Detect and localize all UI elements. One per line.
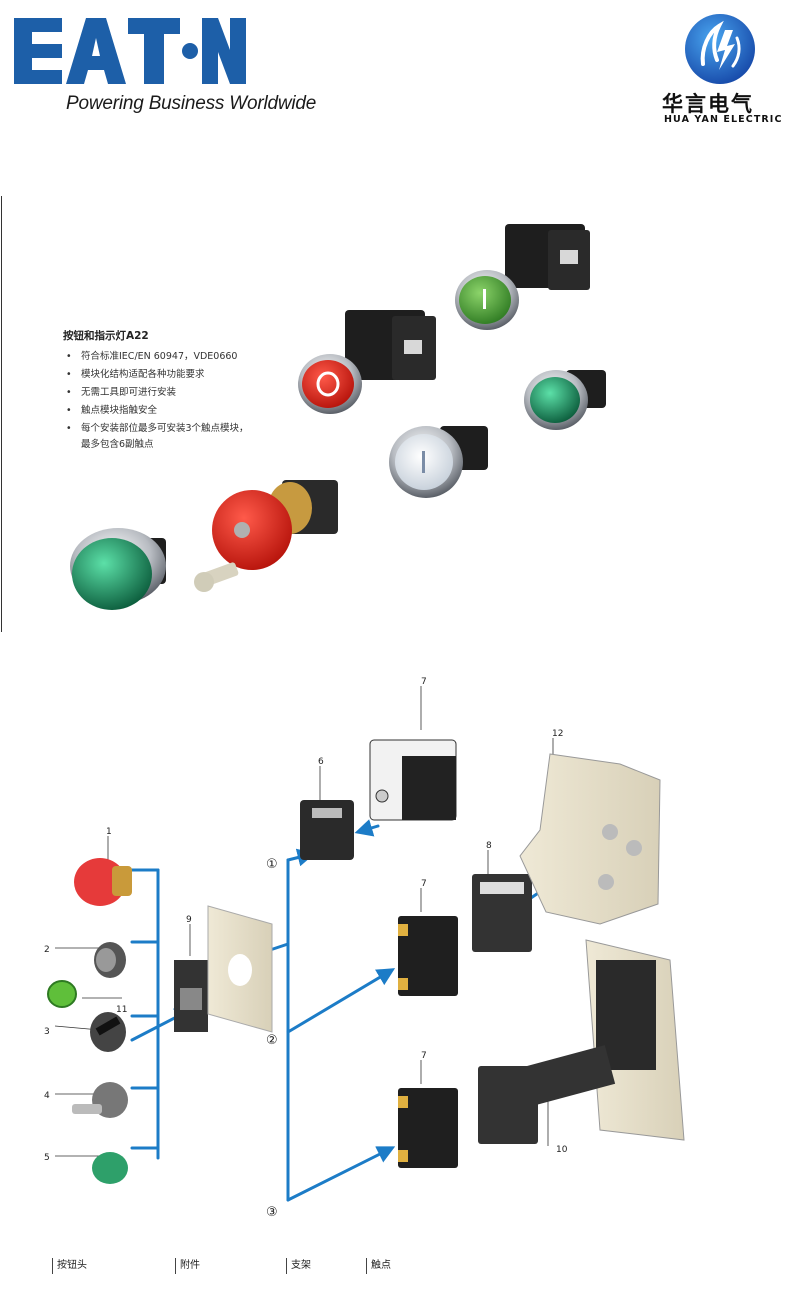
diagram-part-1 bbox=[74, 858, 132, 906]
tagline: Powering Business Worldwide bbox=[66, 93, 317, 114]
svg-text:6: 6 bbox=[318, 757, 324, 767]
assembly-diagram: 7 6 12 8 7 7 1 9 2 11 3 4 5 10 ① ② ③ bbox=[44, 677, 685, 1220]
footer-label-accessories: 附件 bbox=[175, 1258, 200, 1274]
product-photos bbox=[70, 224, 606, 610]
svg-text:11: 11 bbox=[116, 1005, 127, 1015]
feature-item: 模块化结构适配各种功能要求 bbox=[66, 366, 249, 384]
svg-text:10: 10 bbox=[556, 1145, 568, 1155]
diagram-part-4 bbox=[72, 1082, 128, 1118]
footer-label-holder: 支架 bbox=[286, 1258, 311, 1274]
svg-text:③: ③ bbox=[266, 1205, 278, 1220]
product-title: 按钮和指示灯A22 bbox=[63, 330, 149, 342]
footer-label-contacts: 触点 bbox=[366, 1258, 391, 1274]
diagram-part-7-mid bbox=[398, 916, 458, 996]
feature-item: 无需工具即可进行安装 bbox=[66, 384, 249, 402]
svg-text:②: ② bbox=[266, 1033, 278, 1048]
red-key-mushroom-photo bbox=[194, 480, 338, 592]
partner-name-cn: 华言电气 bbox=[662, 92, 754, 116]
feature-item: 每个安装部位最多可安装3个触点模块，最多包含6副触点 bbox=[66, 420, 249, 452]
footer-label-buttons: 按钮头 bbox=[52, 1258, 87, 1274]
feature-item: 触点模块指触安全 bbox=[66, 402, 249, 420]
partner-name-en: HUA YAN ELECTRIC bbox=[664, 114, 783, 125]
green-domed-indicator-photo bbox=[70, 528, 166, 610]
diagram-part-7-top bbox=[369, 739, 457, 821]
svg-text:5: 5 bbox=[44, 1153, 50, 1163]
svg-text:7: 7 bbox=[421, 677, 427, 687]
green-pushbutton-photo bbox=[455, 224, 590, 330]
white-pushbutton-photo bbox=[389, 426, 488, 498]
diagram-part-5 bbox=[92, 1152, 128, 1184]
svg-text:9: 9 bbox=[186, 915, 192, 925]
svg-text:7: 7 bbox=[421, 1051, 427, 1061]
svg-text:7: 7 bbox=[421, 879, 427, 889]
svg-text:3: 3 bbox=[44, 1027, 50, 1037]
diagram-part-6 bbox=[300, 800, 354, 860]
diagram-part-10 bbox=[478, 939, 685, 1144]
footer-labels: 按钮头 附件 支架 触点 bbox=[0, 1258, 790, 1280]
green-indicator-photo bbox=[524, 370, 606, 430]
feature-item: 符合标准IEC/EN 60947，VDE0660 bbox=[66, 348, 249, 366]
diagram-part-12 bbox=[519, 753, 661, 925]
feature-list: 符合标准IEC/EN 60947，VDE0660 模块化结构适配各种功能要求 无… bbox=[66, 348, 249, 452]
svg-text:1: 1 bbox=[106, 827, 112, 837]
svg-text:12: 12 bbox=[552, 729, 563, 739]
diagram-part-3 bbox=[90, 1012, 126, 1052]
diagram-part-8 bbox=[472, 874, 532, 952]
svg-text:4: 4 bbox=[44, 1091, 50, 1101]
eaton-logo bbox=[14, 18, 246, 84]
svg-text:2: 2 bbox=[44, 945, 50, 955]
svg-text:①: ① bbox=[266, 857, 278, 872]
svg-text:8: 8 bbox=[486, 841, 492, 851]
section-divider bbox=[1, 196, 2, 632]
diagram-part-7-bottom bbox=[398, 1088, 458, 1168]
hua-yan-logo-icon bbox=[685, 14, 755, 84]
red-pushbutton-photo bbox=[298, 310, 436, 414]
diagram-part-2 bbox=[94, 942, 126, 978]
